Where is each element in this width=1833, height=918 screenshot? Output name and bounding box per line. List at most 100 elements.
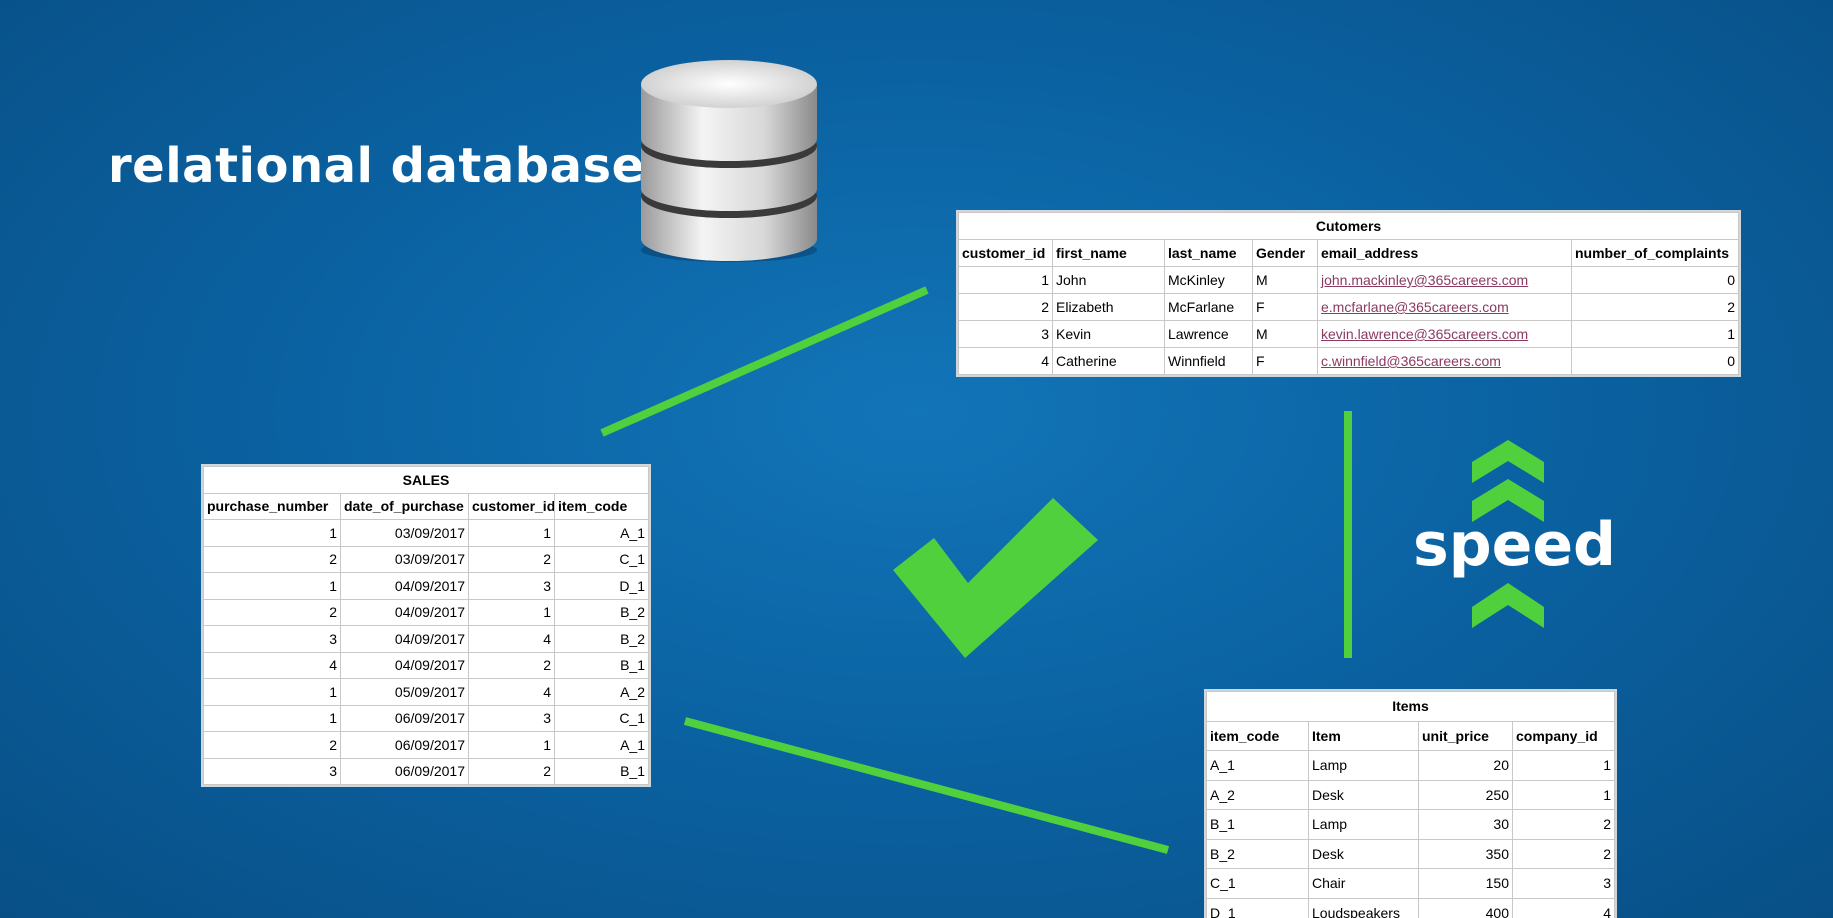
email-link[interactable]: kevin.lawrence@365careers.com: [1317, 320, 1572, 348]
table-cell: 4: [1511, 897, 1616, 918]
customers-table: Cutomers customer_id first_name last_nam…: [957, 212, 1740, 375]
table-cell: 3: [203, 625, 341, 653]
table-cell: 3: [468, 704, 555, 732]
table-cell: 2: [1511, 809, 1616, 840]
table-cell: 04/09/2017: [340, 651, 469, 679]
table-cell: 4: [468, 625, 555, 653]
table-cell: Catherine: [1052, 347, 1165, 375]
headline: relational databases: [108, 138, 674, 194]
table-cell: 3: [958, 320, 1053, 348]
table-cell: 4: [203, 651, 341, 679]
table-cell: 350: [1418, 838, 1513, 869]
table-cell: 03/09/2017: [340, 519, 469, 547]
table-cell: Elizabeth: [1052, 293, 1165, 321]
table-cell: D_1: [1206, 897, 1309, 918]
items-table: Items item_code Item unit_price company_…: [1205, 691, 1616, 918]
table-row: 1 John McKinley M john.mackinley@365care…: [958, 266, 1740, 294]
items-header-row: item_code Item unit_price company_id: [1206, 720, 1616, 751]
table-cell: Chair: [1308, 868, 1419, 899]
table-cell: 1: [1570, 320, 1740, 348]
table-cell: 06/09/2017: [340, 757, 469, 785]
table-row: 2 Elizabeth McFarlane F e.mcfarlane@365c…: [958, 293, 1740, 321]
column-header: first_name: [1052, 239, 1165, 267]
table-cell: 250: [1418, 779, 1513, 810]
table-cell: 2: [958, 293, 1053, 321]
email-link[interactable]: e.mcfarlane@365careers.com: [1317, 293, 1572, 321]
table-cell: 1: [203, 678, 341, 706]
table-cell: Desk: [1308, 838, 1419, 869]
sales-table-title: SALES: [203, 466, 649, 494]
table-cell: M: [1252, 266, 1318, 294]
table-cell: 05/09/2017: [340, 678, 469, 706]
table-cell: 2: [468, 757, 555, 785]
column-header: email_address: [1317, 239, 1572, 267]
table-row: 4 Catherine Winnfield F c.winnfield@365c…: [958, 347, 1740, 375]
table-cell: C_1: [1206, 868, 1309, 899]
column-header: customer_id: [468, 492, 555, 520]
sales-header-row: purchase_number date_of_purchase custome…: [203, 492, 649, 520]
table-cell: 04/09/2017: [340, 598, 469, 626]
table-cell: Desk: [1308, 779, 1419, 810]
column-header: last_name: [1164, 239, 1253, 267]
table-cell: 06/09/2017: [340, 731, 469, 759]
table-cell: 06/09/2017: [340, 704, 469, 732]
table-cell: 400: [1418, 897, 1513, 918]
connector-line-sales-items: [683, 717, 1170, 854]
table-cell: A_2: [1206, 779, 1309, 810]
table-cell: A_1: [554, 519, 649, 547]
table-cell: A_1: [554, 731, 649, 759]
column-header: date_of_purchase: [340, 492, 469, 520]
email-link[interactable]: c.winnfield@365careers.com: [1317, 347, 1572, 375]
table-cell: 2: [468, 651, 555, 679]
table-cell: 1: [468, 598, 555, 626]
table-cell: 1: [203, 704, 341, 732]
table-cell: Lamp: [1308, 809, 1419, 840]
table-cell: C_1: [554, 545, 649, 573]
table-cell: Winnfield: [1164, 347, 1253, 375]
table-cell: 2: [203, 598, 341, 626]
connector-line-customers-sales: [600, 286, 929, 437]
customers-table-title: Cutomers: [957, 212, 1740, 240]
table-cell: 0: [1570, 266, 1740, 294]
table-cell: 1: [468, 731, 555, 759]
table-cell: 3: [203, 757, 341, 785]
column-header: item_code: [554, 492, 649, 520]
table-cell: 1: [1511, 779, 1616, 810]
table-cell: C_1: [554, 704, 649, 732]
table-cell: B_2: [1206, 838, 1309, 869]
table-cell: 150: [1418, 868, 1513, 899]
table-cell: M: [1252, 320, 1318, 348]
email-link[interactable]: john.mackinley@365careers.com: [1317, 266, 1572, 294]
table-cell: F: [1252, 293, 1318, 321]
table-cell: John: [1052, 266, 1165, 294]
items-table-title: Items: [1205, 691, 1616, 722]
table-cell: Kevin: [1052, 320, 1165, 348]
sales-table: SALES purchase_number date_of_purchase c…: [203, 466, 649, 785]
chevron-up-icon: [1472, 440, 1544, 522]
table-cell: 2: [468, 545, 555, 573]
table-cell: McFarlane: [1164, 293, 1253, 321]
table-cell: 2: [1570, 293, 1740, 321]
column-header: purchase_number: [203, 492, 341, 520]
table-cell: 1: [468, 519, 555, 547]
column-header: item_code: [1206, 720, 1309, 751]
table-cell: 1: [958, 266, 1053, 294]
table-cell: F: [1252, 347, 1318, 375]
table-row: 3 Kevin Lawrence M kevin.lawrence@365car…: [958, 320, 1740, 348]
